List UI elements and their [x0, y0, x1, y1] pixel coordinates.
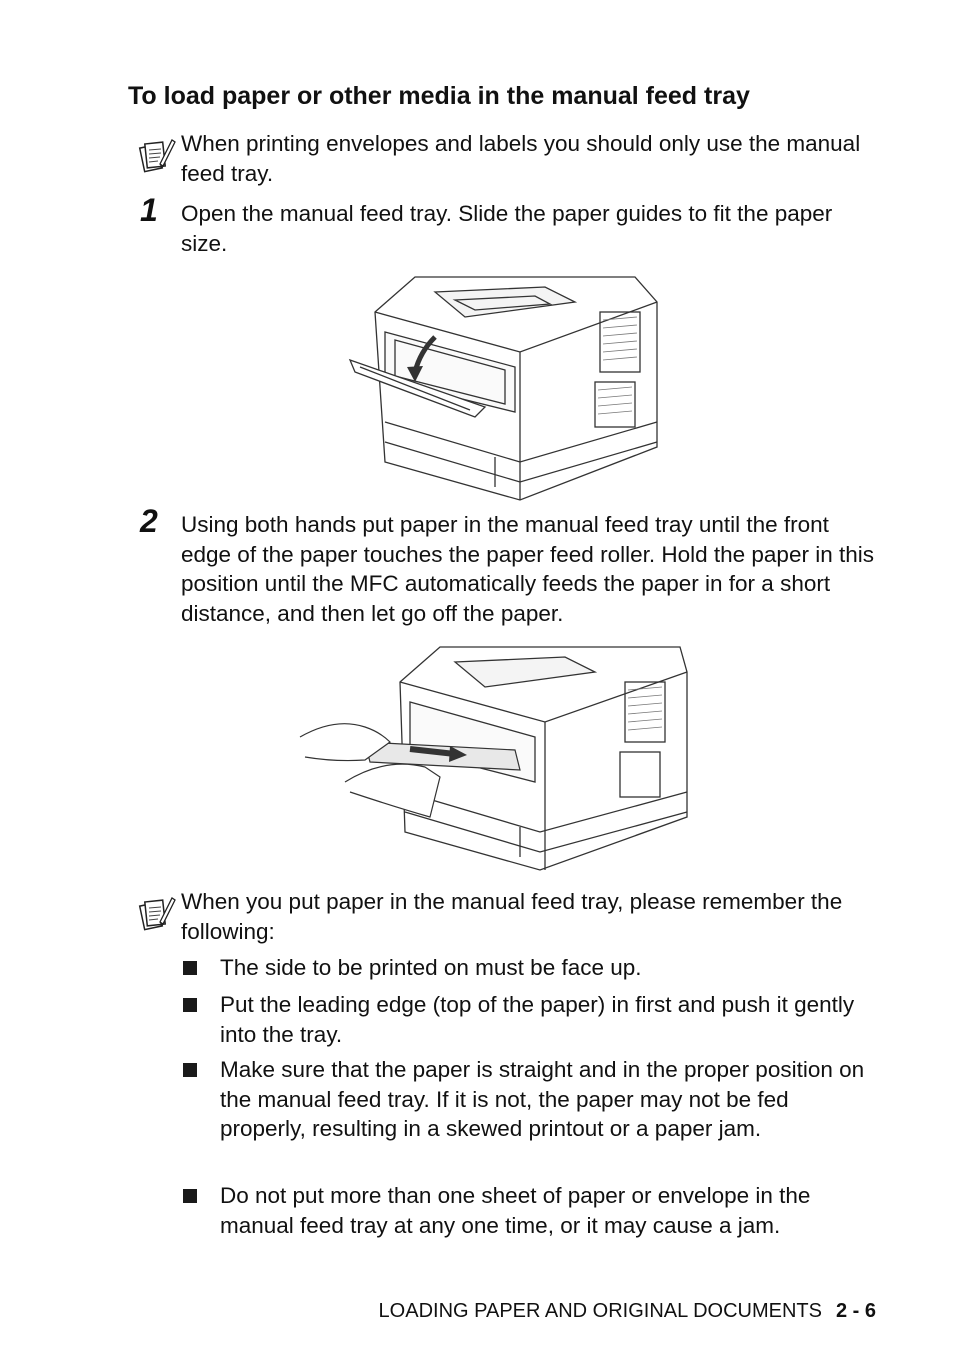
step-number: 2 [140, 503, 158, 539]
note-icon [138, 139, 176, 173]
note-text: When printing envelopes and labels you s… [181, 131, 861, 186]
step-text: Open the manual feed tray. Slide the pap… [181, 201, 833, 256]
bullet-square [183, 998, 197, 1012]
bullet-text: Make sure that the paper is straight and… [220, 1057, 865, 1141]
bullet-square [183, 961, 197, 975]
bullet-item: Do not put more than one sheet of paper … [183, 1181, 883, 1240]
page-number: 2 - 6 [835, 1300, 876, 1322]
note-text: When you put paper in the manual feed tr… [181, 889, 843, 944]
note-icon [138, 897, 176, 931]
bullet-item: The side to be printed on must be face u… [183, 953, 883, 983]
bullet-square [183, 1063, 197, 1077]
step-number: 1 [140, 192, 158, 228]
bullet-item: Make sure that the paper is straight and… [183, 1055, 883, 1144]
bullet-text: Put the leading edge (top of the paper) … [220, 992, 855, 1047]
bullet-text: Do not put more than one sheet of paper … [220, 1183, 811, 1238]
page-footer: LOADING PAPER AND ORIGINAL DOCUMENTS 2 - … [379, 1300, 876, 1323]
hands-loading-paper-illustration [299, 646, 688, 871]
step-text: Using both hands put paper in the manual… [181, 512, 874, 626]
bullet-text: The side to be printed on must be face u… [220, 955, 642, 980]
bullet-item: Put the leading edge (top of the paper) … [183, 990, 883, 1049]
bullet-square [183, 1189, 197, 1203]
section-heading: To load paper or other media in the manu… [128, 82, 750, 110]
printer-open-tray-illustration [348, 276, 658, 501]
footer-section-title: LOADING PAPER AND ORIGINAL DOCUMENTS [378, 1300, 822, 1322]
